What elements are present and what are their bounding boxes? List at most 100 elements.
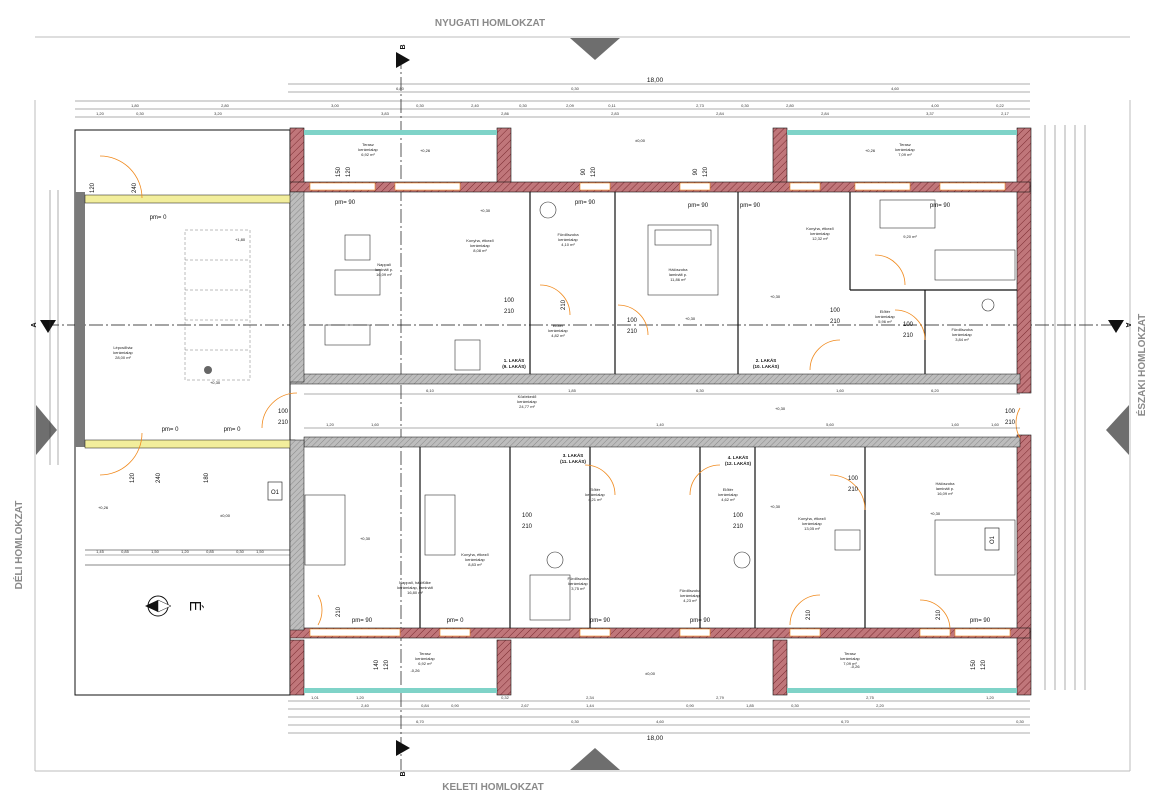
room-apt2-bath-area: 3,84 m² — [955, 337, 969, 342]
dim-top-c-8: 3,37 — [926, 111, 935, 116]
room-labels: Terasz kerámialap 6,92 m² Nappali laminá… — [358, 142, 973, 666]
dim-top-a-1: 0,30 — [571, 86, 580, 91]
section-arrow-b-top — [396, 52, 410, 68]
room-apt1-terrace-name: Terasz — [362, 142, 374, 147]
room-apt3-terrace-area: 6,92 m² — [418, 661, 432, 666]
room-apt1-kitchen-name: Konyha, étkező — [466, 238, 494, 243]
room-apt3-bath-area: 3,75 m² — [571, 586, 585, 591]
door-size: 120 — [130, 472, 136, 483]
room-apt1-bath-sub: kerámialap — [558, 237, 578, 242]
level-mark: +0,30 — [770, 504, 781, 509]
apt1-label: 1. LAKÁS — [504, 357, 525, 363]
pm-label: pm= 90 — [688, 203, 709, 209]
section-mark-b-bottom: B — [400, 771, 407, 776]
dim-top-b-5: 0,30 — [519, 103, 528, 108]
dim-top-b-7: 0,11 — [608, 103, 616, 108]
door-size: 210 — [336, 606, 342, 617]
dim-top-b-10: 2,80 — [786, 103, 795, 108]
level-mark: +0,26 — [420, 148, 431, 153]
dim-top-b-11: 4,00 — [931, 103, 940, 108]
dim-left-0: 1,45 — [96, 549, 105, 554]
dim-left-2: 1,50 — [151, 549, 160, 554]
pm-label: pm= 90 — [930, 203, 951, 209]
facade-label-west: DÉLI HOMLOKZAT — [12, 501, 25, 590]
dim-top-b-9: 0,30 — [741, 103, 750, 108]
door-size-labels: 100 210 100 210 100 210 100 210 100 210 … — [90, 166, 1016, 670]
dim-mid2-1: 1,60 — [371, 422, 380, 427]
room-apt4-hall-sub: kerámialap — [718, 492, 738, 497]
apt4-label-alt: (12. LAKÁS) — [725, 460, 752, 466]
level-mark: +1,80 — [235, 237, 246, 242]
dim-bottom-a-3: 2,34 — [586, 695, 595, 700]
facade-marker-south — [570, 748, 620, 770]
door-size: 210 — [848, 487, 859, 493]
room-apt4-bath-name: Fürdőszoba — [679, 588, 701, 593]
room-corridor-area: 24,77 m² — [519, 404, 535, 409]
dim-bottom-c-0: 6,70 — [416, 719, 425, 724]
stair-hall — [74, 129, 296, 696]
room-apt1-living-area: 16,09 m² — [376, 272, 392, 277]
room-apt4-bath-sub: kerámialap — [680, 593, 700, 598]
section-arrow-a-left — [40, 320, 56, 333]
facade-label-east: ÉSZAKI HOMLOKZAT — [1135, 314, 1148, 417]
room-apt1-bath-area: 4,10 m² — [561, 242, 575, 247]
room-apt4-hall-area: 4,62 m² — [721, 497, 735, 502]
room-corridor-sub: kerámialap — [517, 399, 537, 404]
room-apt3-terrace-sub: kerámialap — [415, 656, 435, 661]
door-size: 100 — [903, 322, 914, 328]
dim-total-bottom: 18,00 — [647, 735, 664, 742]
room-apt3-kitchen-name: Konyha, étkező — [461, 552, 489, 557]
level-mark: +0,30 — [685, 316, 696, 321]
door-size: 210 — [504, 309, 515, 315]
pm-label: pm= 90 — [352, 618, 373, 624]
level-mark: +0,30 — [775, 406, 786, 411]
level-mark: +0,26 — [98, 505, 109, 510]
room-apt2-kitchen-name: Konyha, étkező — [806, 226, 834, 231]
door-size: 120 — [703, 166, 709, 177]
level-mark: ±0,00 — [645, 671, 656, 676]
door-size: 210 — [903, 333, 914, 339]
room-apt4-hall-name: Előtér — [723, 487, 734, 492]
room-apt2-small-area: 9,20 m² — [903, 234, 917, 239]
door-size: 100 — [848, 476, 859, 482]
dim-top-c-0: 1,20 — [96, 111, 105, 116]
door-size: 100 — [733, 513, 744, 519]
room-apt1-kitchen-area: 8,08 m² — [473, 248, 487, 253]
level-mark: ±0,00 — [635, 138, 646, 143]
door-size: 240 — [132, 182, 138, 193]
room-apt2-hall-area: 5,96 m² — [878, 319, 892, 324]
room-apt3-hall-name: Előtér — [590, 487, 601, 492]
room-apt1-kitchen-sub: kerámialap — [470, 243, 490, 248]
dim-bottom-b-8: 2,20 — [876, 703, 885, 708]
dim-bottom-c-4: 0,30 — [1016, 719, 1025, 724]
door-size: 210 — [1005, 420, 1016, 426]
dim-bottom-b-3: 2,67 — [521, 703, 530, 708]
pm-label: pm= 0 — [224, 427, 242, 433]
level-mark: +0,26 — [865, 148, 876, 153]
door-size: 120 — [591, 166, 597, 177]
dim-mid2-0: 1,20 — [326, 422, 335, 427]
room-apt4-terrace-area: 7,09 m² — [843, 661, 857, 666]
dim-left-5: 0,30 — [236, 549, 245, 554]
door-size: 100 — [504, 298, 515, 304]
building-walls — [289, 127, 1032, 696]
room-apt2-kitchen-sub: kerámialap — [810, 231, 830, 236]
room-apt3-bath-name: Fürdőszoba — [567, 576, 589, 581]
facade-label-north: NYUGATI HOMLOKZAT — [435, 18, 545, 29]
room-apt4-kitchen-sub: kerámialap — [802, 521, 822, 526]
door-size: 150 — [971, 659, 977, 670]
pm-label: pm= 0 — [162, 427, 180, 433]
dim-mid-4: 6,20 — [931, 388, 940, 393]
level-mark: +0,30 — [210, 380, 221, 385]
level-mark: -0,26 — [850, 664, 860, 669]
dim-mid-2: 6,30 — [696, 388, 705, 393]
dim-top-a-0: 6,80 — [396, 86, 405, 91]
dim-mid2-2: 1,40 — [656, 422, 665, 427]
room-apt3-kitchen-area: 8,83 m² — [468, 562, 482, 567]
room-apt4-terrace-name: Terasz — [844, 651, 856, 656]
dim-mid2-3: 5,60 — [826, 422, 835, 427]
dimension-chains-left — [49, 190, 59, 465]
door-size: 210 — [278, 420, 289, 426]
door-size: 210 — [830, 319, 841, 325]
dim-top-c-7: 2,84 — [821, 111, 830, 116]
